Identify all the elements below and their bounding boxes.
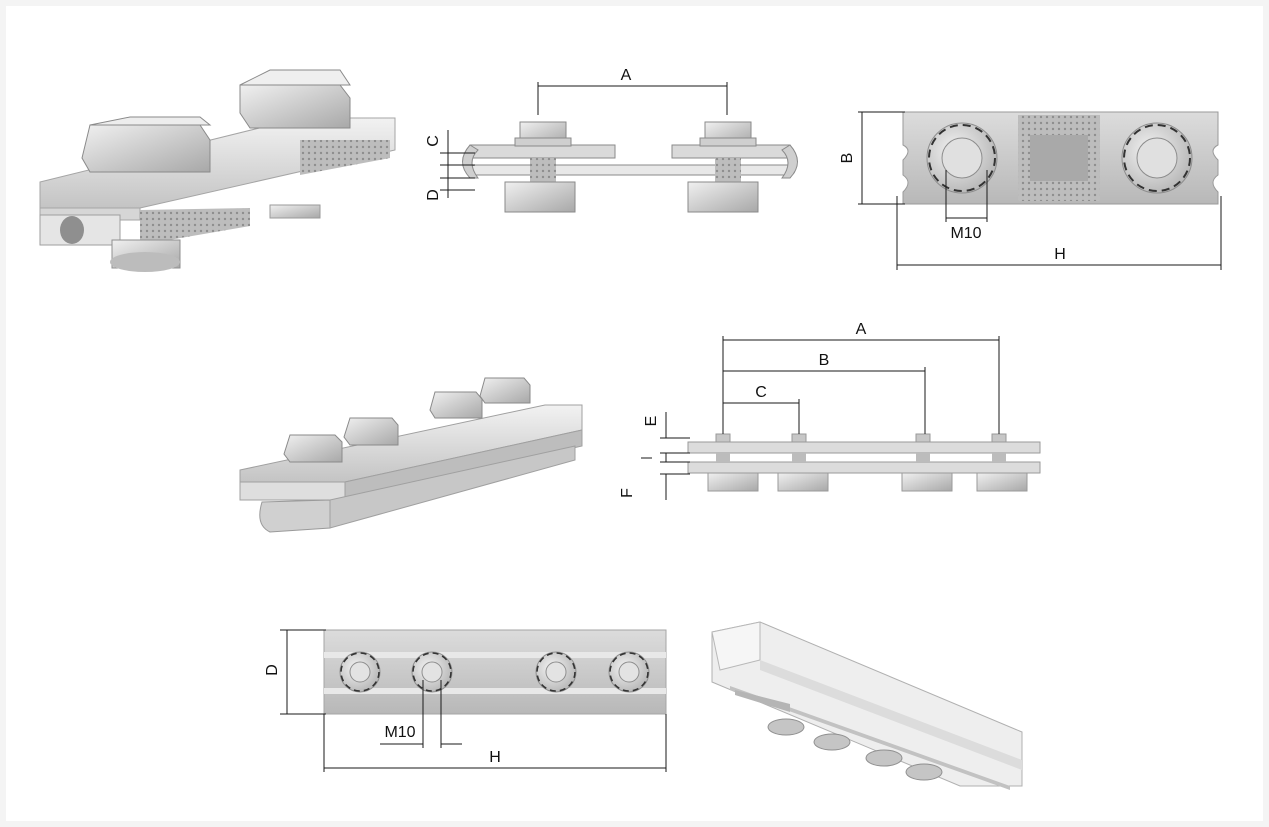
rail-top-view [323, 629, 667, 715]
dim-label-a-2: A [856, 321, 867, 338]
dim-label-h-3: H [489, 749, 501, 766]
dimension-m10-top-view-1: M10 [945, 170, 988, 242]
dim-label-b: B [839, 153, 856, 164]
connector-3d-illustration [39, 69, 396, 272]
dim-label-c-2: C [755, 384, 767, 401]
dim-label-a: A [621, 67, 632, 84]
dim-label-h: H [1054, 246, 1066, 263]
rail-profile-3d-illustration [711, 621, 1023, 790]
dimension-h-top-view-3: H [323, 714, 667, 772]
dimension-h-top-view-1: H [896, 196, 1222, 270]
dim-label-f: F [619, 488, 636, 498]
dimension-a-side-view-1: A [537, 67, 728, 115]
connector-top-view [902, 111, 1219, 205]
dim-label-d-3: D [264, 664, 281, 676]
dimension-a-side-view-2: A [722, 321, 1000, 434]
dimension-e-f-side-view-2: E F [619, 412, 690, 500]
dimension-c-d-side-view-1: C D [425, 130, 475, 201]
dim-label-m10-3: M10 [384, 724, 415, 741]
dim-label-d: D [425, 189, 442, 201]
rail-connector-side-view [687, 433, 1041, 492]
dimension-d-top-view-3: D [264, 629, 326, 715]
dim-label-b-2: B [819, 352, 830, 369]
rail-connector-3d-illustration [239, 377, 583, 533]
dim-label-c: C [425, 135, 442, 147]
connector-side-view [462, 121, 798, 213]
dimension-c-side-view-2: C [723, 384, 800, 434]
dim-label-m10: M10 [950, 225, 981, 242]
dim-label-e: E [643, 416, 660, 427]
dimension-m10-top-view-3: M10 [380, 680, 462, 748]
dimension-b-top-view-1: B [839, 111, 905, 205]
dimension-b-side-view-2: B [723, 352, 926, 434]
